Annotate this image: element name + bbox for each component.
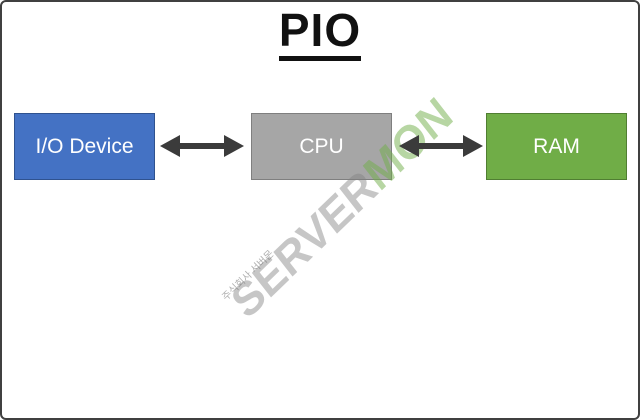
node-io-device-label: I/O Device [35, 134, 134, 158]
title-container: PIO [2, 6, 638, 62]
node-io-device: I/O Device [14, 113, 155, 180]
arrow-shaft [414, 143, 468, 149]
node-ram: RAM [486, 113, 627, 180]
double-arrow-io-cpu [160, 135, 244, 157]
arrowhead-right-icon [463, 135, 483, 157]
watermark-brand-gray: SERVER [221, 159, 386, 329]
arrowhead-left-icon [399, 135, 419, 157]
node-cpu-label: CPU [299, 134, 344, 158]
watermark-subtext: 주식회사 서버몬 [220, 248, 277, 304]
node-cpu: CPU [251, 113, 392, 180]
page-title: PIO [278, 6, 362, 62]
node-ram-label: RAM [533, 134, 580, 158]
arrowhead-right-icon [224, 135, 244, 157]
double-arrow-cpu-ram [399, 135, 483, 157]
arrowhead-left-icon [160, 135, 180, 157]
arrow-shaft [175, 143, 229, 149]
